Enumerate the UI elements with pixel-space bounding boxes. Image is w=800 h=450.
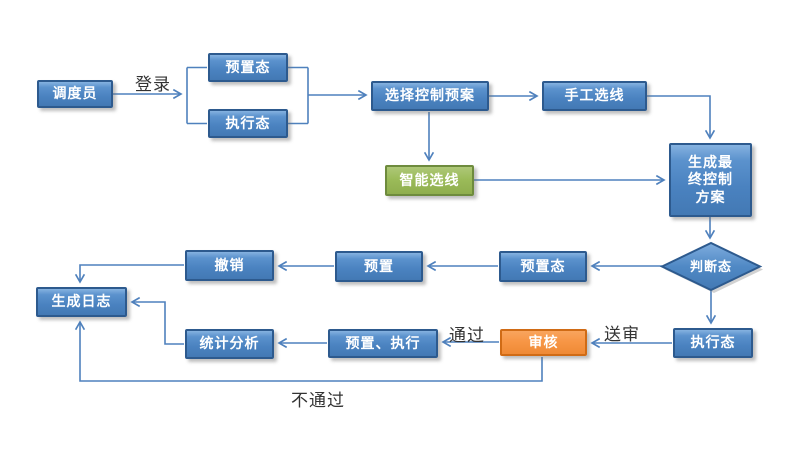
node-preset-label: 预置 xyxy=(364,257,394,274)
node-preset-exec-label: 预置、执行 xyxy=(345,334,421,351)
edge-label-send-review: 送审 xyxy=(604,325,640,344)
node-undo-label: 撤销 xyxy=(214,256,245,273)
node-generate-log: 生成日志 xyxy=(36,287,127,317)
judge-state-shape xyxy=(659,241,763,292)
node-preset-exec: 预置、执行 xyxy=(328,329,438,358)
edge-review-fail-to-log xyxy=(74,320,543,382)
node-select-control-plan: 选择控制预案 xyxy=(371,81,489,111)
node-dispatcher: 调度员 xyxy=(37,80,113,108)
node-preset: 预置 xyxy=(335,251,423,282)
node-exec-state-top-label: 执行态 xyxy=(225,114,271,131)
node-manual-line-selection-label: 手工选线 xyxy=(564,87,625,104)
edge-stats-to-log xyxy=(130,296,184,345)
node-preset-state-mid-label: 预置态 xyxy=(520,257,566,274)
edge-undo-to-log xyxy=(74,264,184,284)
node-select-control-plan-label: 选择控制预案 xyxy=(385,87,475,104)
node-stats-analysis-label: 统计分析 xyxy=(199,335,260,352)
node-preset-state-top-label: 预置态 xyxy=(225,58,271,75)
node-review-label: 审核 xyxy=(528,333,559,350)
edge-manual-to-final xyxy=(647,95,716,140)
node-stats-analysis: 统计分析 xyxy=(185,329,274,359)
node-final-control-scheme-label: 生成最 终控制 方案 xyxy=(688,153,733,205)
edge-label-fail: 不通过 xyxy=(291,391,345,410)
node-generate-log-label: 生成日志 xyxy=(51,293,112,310)
node-judge-state: 判断态 xyxy=(659,241,763,293)
node-exec-state-bottom: 执行态 xyxy=(673,328,753,358)
node-smart-line-selection-label: 智能选线 xyxy=(399,171,460,188)
edge-label-pass: 通过 xyxy=(449,326,485,345)
node-final-control-scheme: 生成最 终控制 方案 xyxy=(669,143,752,217)
node-exec-state-top: 执行态 xyxy=(208,109,288,138)
node-preset-state-mid: 预置态 xyxy=(499,251,587,282)
node-review: 审核 xyxy=(500,329,587,356)
node-judge-state-label: 判断态 xyxy=(690,259,732,274)
node-dispatcher-label: 调度员 xyxy=(52,85,98,102)
edge-label-login: 登录 xyxy=(135,75,171,94)
node-smart-line-selection: 智能选线 xyxy=(385,165,474,196)
node-exec-state-bottom-label: 执行态 xyxy=(690,334,736,351)
node-manual-line-selection: 手工选线 xyxy=(542,81,647,111)
branch-bracket-right xyxy=(288,66,309,125)
node-undo: 撤销 xyxy=(185,250,274,281)
node-preset-state-top: 预置态 xyxy=(208,53,288,82)
branch-bracket-left xyxy=(186,66,207,125)
